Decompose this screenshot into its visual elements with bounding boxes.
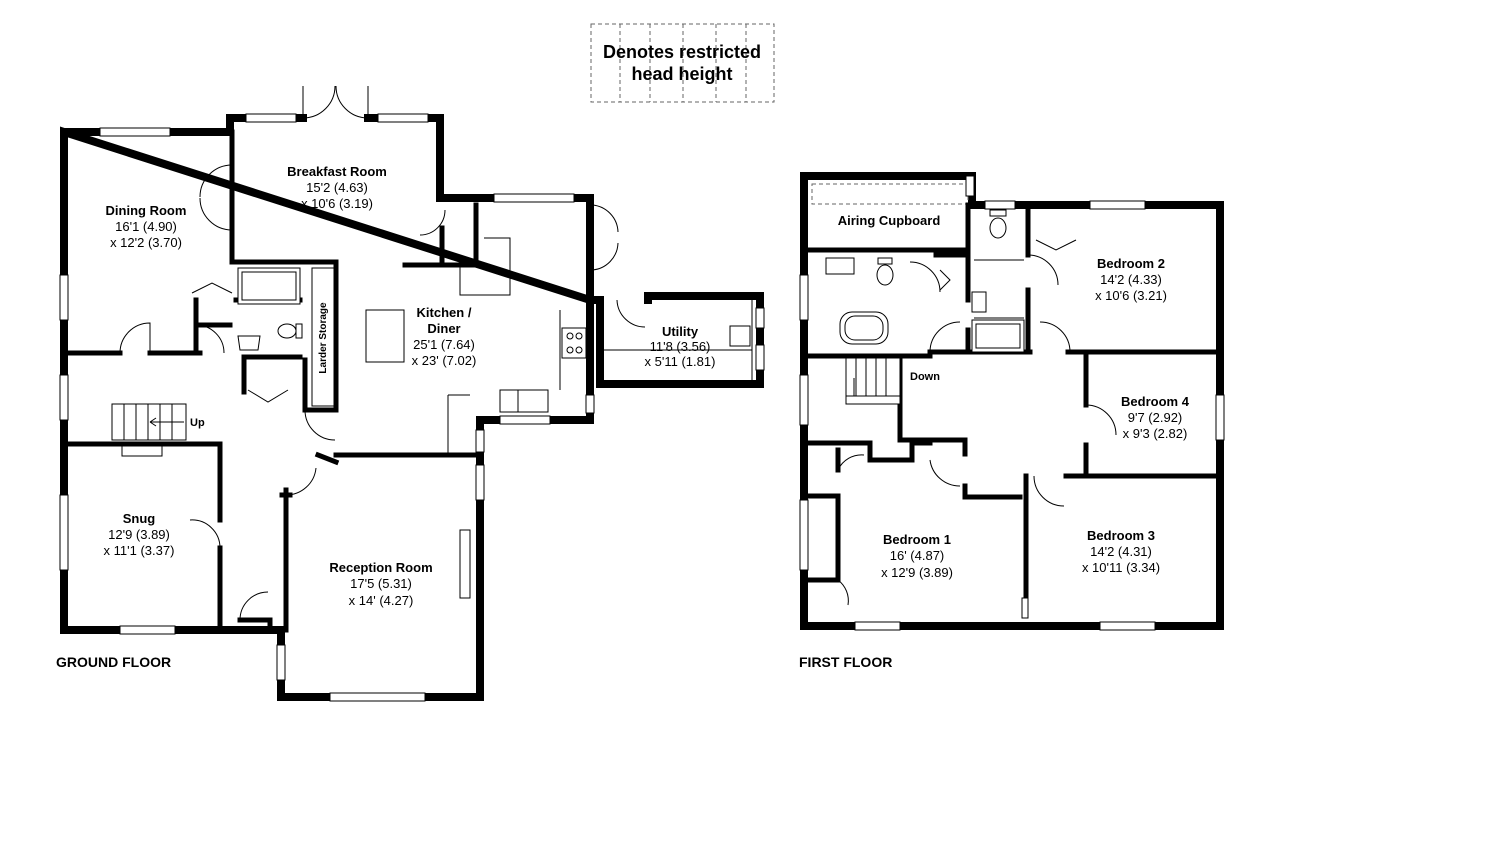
- bedroom-4-dim1: 9'7 (2.92): [1128, 410, 1183, 425]
- bedroom-3-dim1: 14'2 (4.31): [1090, 544, 1152, 559]
- bedroom-3-dim2: x 10'11 (3.34): [1082, 560, 1160, 575]
- breakfast-room-dim1: 15'2 (4.63): [306, 180, 368, 195]
- bedroom-4-dim2: x 9'3 (2.82): [1123, 426, 1188, 441]
- snug-name: Snug: [123, 511, 156, 526]
- bedroom-4-name: Bedroom 4: [1121, 394, 1190, 409]
- utility-name: Utility: [662, 324, 699, 339]
- bedroom-1-name: Bedroom 1: [883, 532, 951, 547]
- kitchen-dim1: 25'1 (7.64): [413, 337, 475, 352]
- breakfast-room-dim2: x 10'6 (3.19): [301, 196, 373, 211]
- bedroom-1-dim2: x 12'9 (3.89): [881, 565, 953, 580]
- kitchen-dim2: x 23' (7.02): [412, 353, 477, 368]
- reception-room-dim1: 17'5 (5.31): [350, 576, 412, 591]
- legend-line-1: Denotes restricted: [603, 42, 761, 62]
- ground-floor-plan: [59, 85, 765, 702]
- utility-dim2: x 5'11 (1.81): [645, 354, 716, 369]
- stairs-up-label: Up: [190, 417, 205, 429]
- bedroom-3-name: Bedroom 3: [1087, 528, 1155, 543]
- restricted-height-legend: Denotes restricted head height: [590, 23, 775, 103]
- dining-room-dim1: 16'1 (4.90): [115, 219, 177, 234]
- dining-room-name: Dining Room: [106, 203, 187, 218]
- first-floor-plan: [799, 172, 1225, 631]
- snug-dim1: 12'9 (3.89): [108, 527, 170, 542]
- reception-room-name: Reception Room: [329, 560, 432, 575]
- legend-line-2: head height: [631, 64, 732, 84]
- bedroom-2-name: Bedroom 2: [1097, 256, 1165, 271]
- first-floor-label: FIRST FLOOR: [799, 654, 892, 670]
- airing-cupboard-label: Airing Cupboard: [838, 213, 941, 228]
- stairs-down-label: Down: [910, 371, 940, 383]
- utility-dim1: 11'8 (3.56): [650, 339, 711, 354]
- bedroom-1-dim1: 16' (4.87): [890, 548, 945, 563]
- bedroom-2-dim2: x 10'6 (3.21): [1095, 288, 1167, 303]
- snug-dim2: x 11'1 (3.37): [104, 543, 175, 558]
- ground-floor-label: GROUND FLOOR: [56, 654, 171, 670]
- reception-room-dim2: x 14' (4.27): [349, 593, 414, 608]
- dining-room-dim2: x 12'2 (3.70): [110, 235, 182, 250]
- kitchen-name-2: Diner: [427, 321, 460, 336]
- larder-storage-label: Larder Storage: [318, 302, 329, 374]
- kitchen-name-1: Kitchen /: [417, 305, 472, 320]
- utility-wall: [586, 292, 764, 388]
- bedroom-2-dim1: 14'2 (4.33): [1100, 272, 1162, 287]
- breakfast-room-name: Breakfast Room: [287, 164, 387, 179]
